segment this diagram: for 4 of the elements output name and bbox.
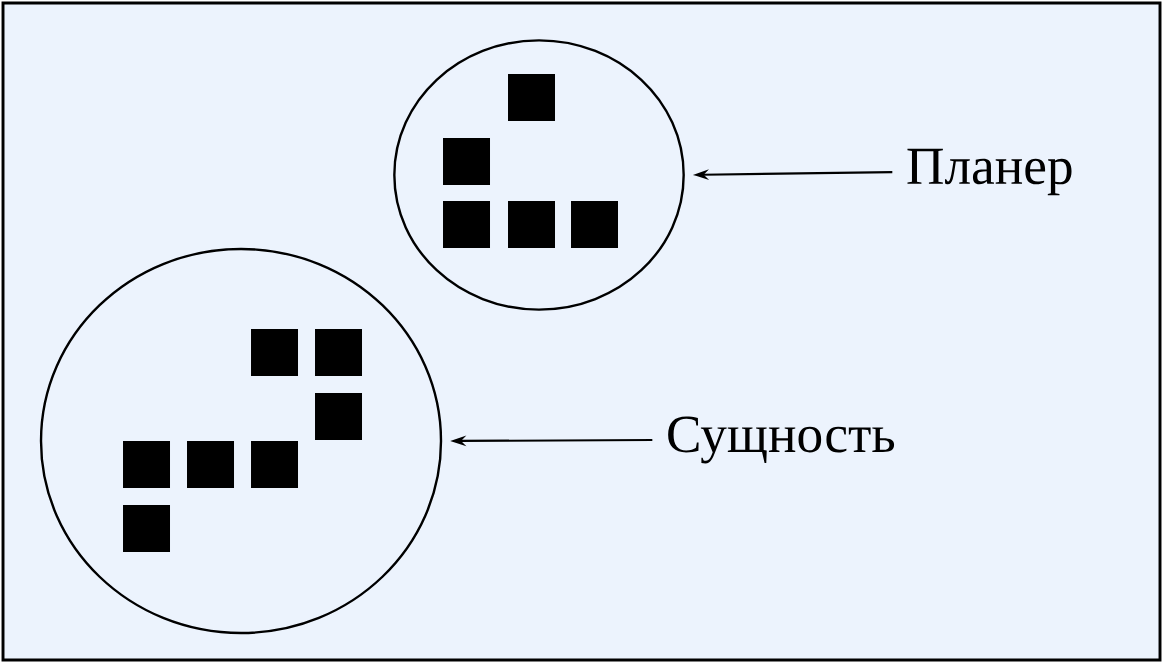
cell-pattern-drawing	[39, 247, 443, 635]
node-label: Планер	[907, 148, 1072, 196]
node-label: Сущность	[668, 416, 895, 464]
cell-pattern-drawing	[393, 39, 685, 311]
